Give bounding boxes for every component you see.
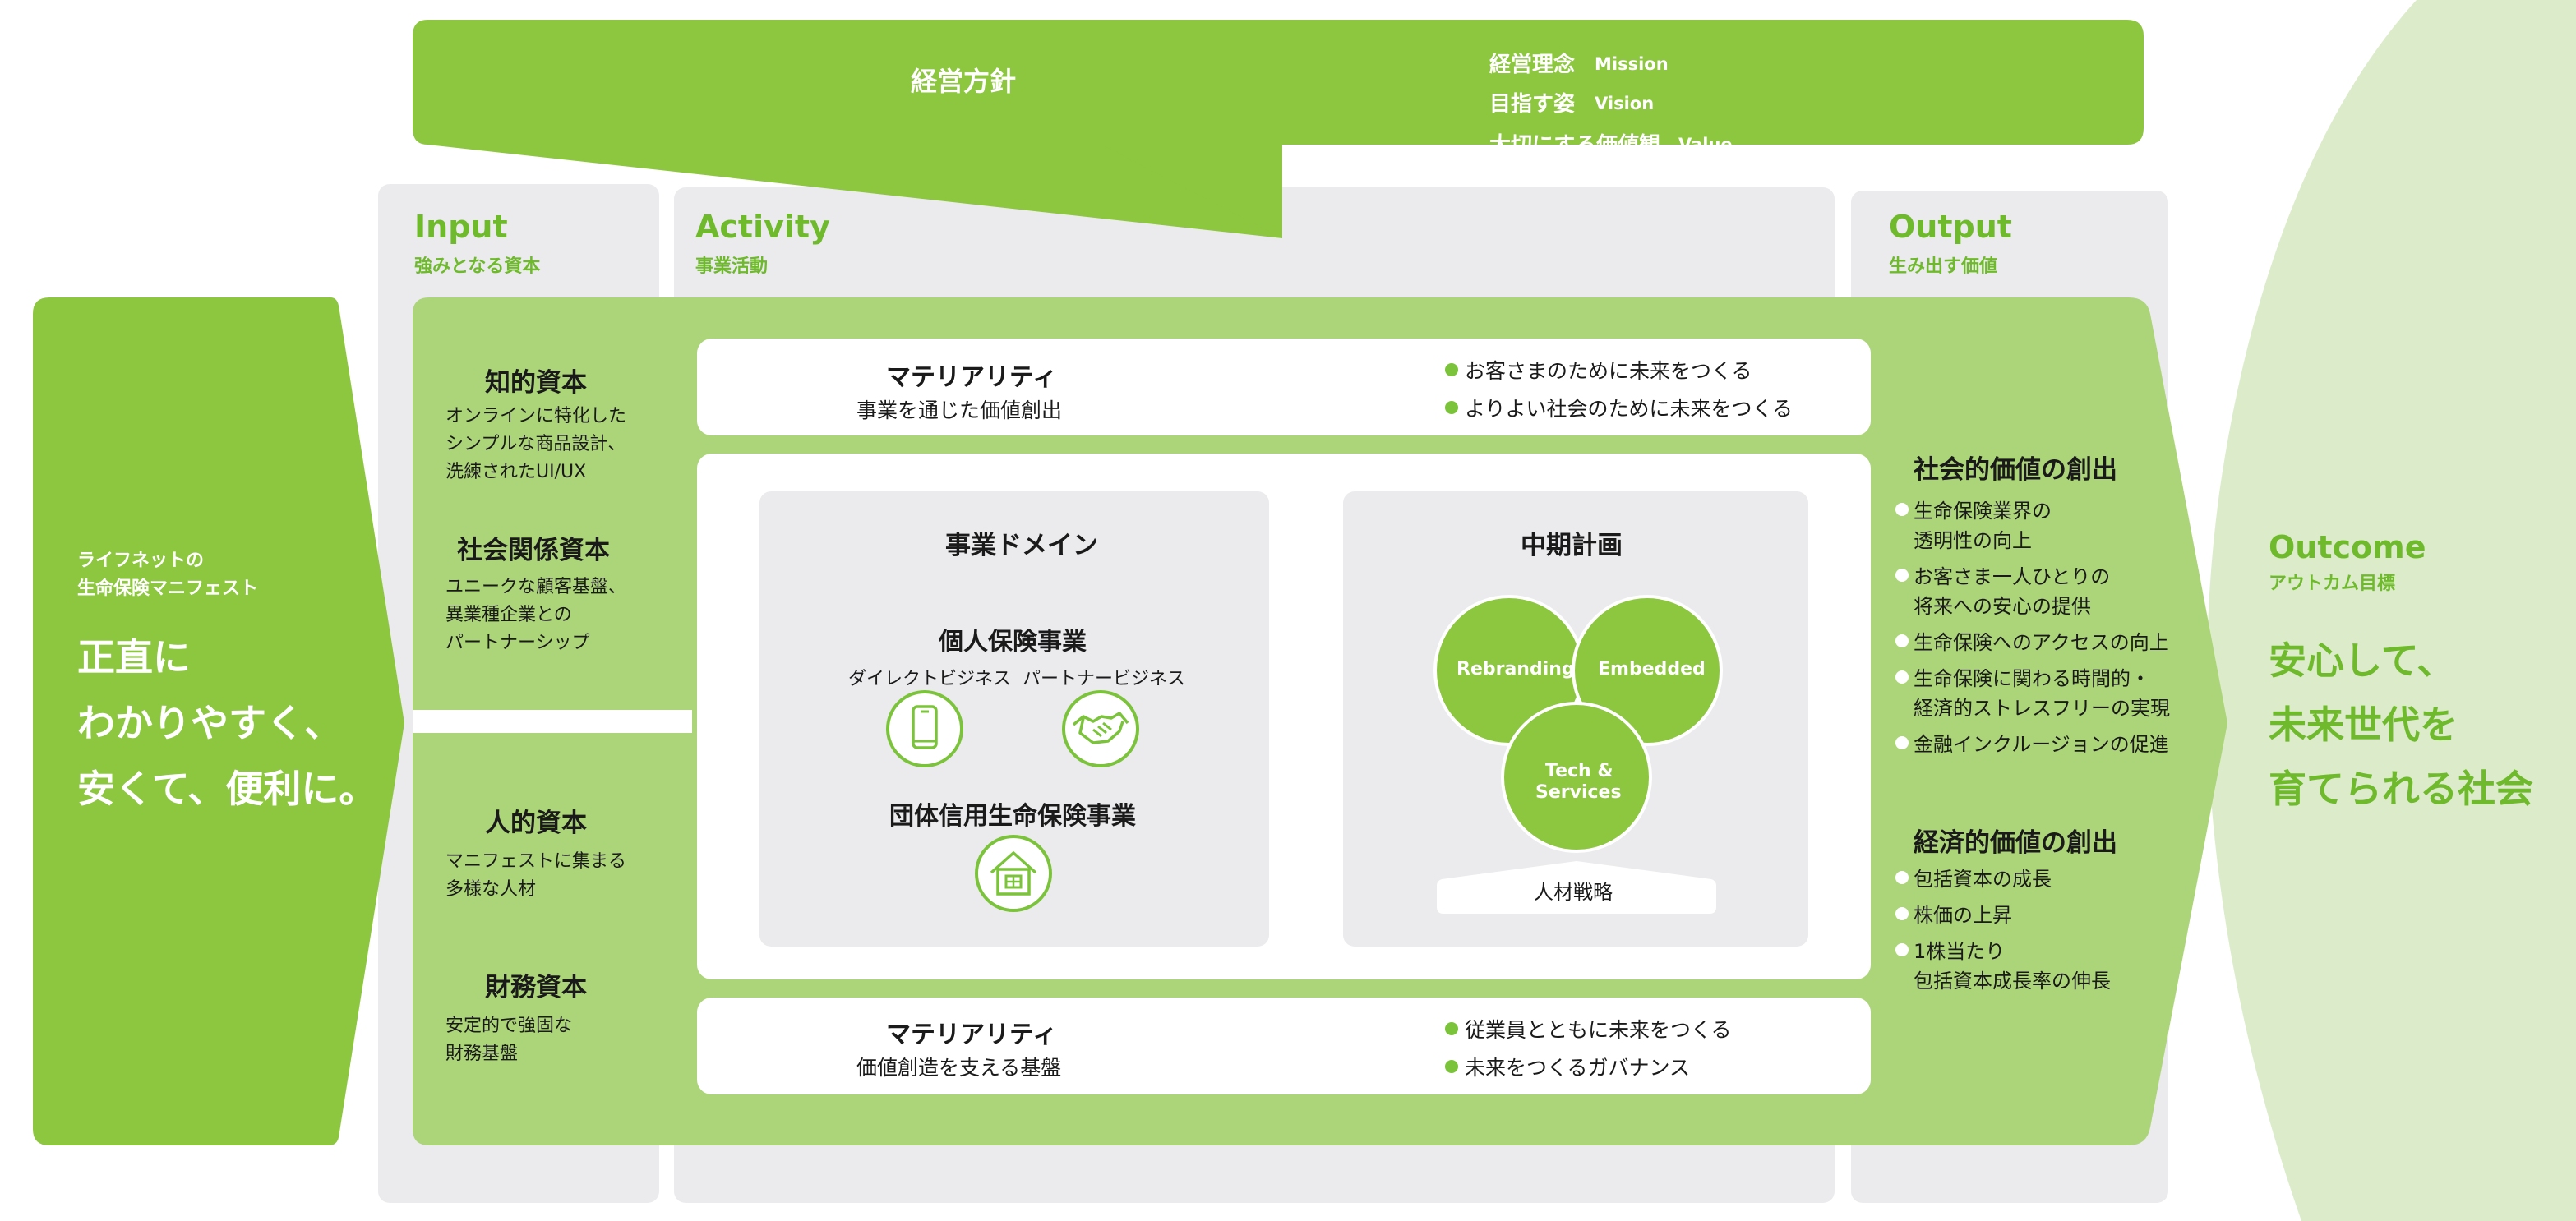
economic-item-line: 1株当たり [1914,940,2006,963]
header-title: 経営方針 [911,66,1017,97]
materiality-bottom-panel [697,998,1871,1094]
bullet-dot [1895,943,1909,956]
hr-strategy-base [1437,861,1716,914]
capital-line: オンラインに特化した [445,406,627,426]
outcome-line2: 未来世代を [2269,703,2458,747]
bullet-dot [1895,634,1909,647]
group-credit-life-title: 団体信用生命保険事業 [889,802,1136,831]
materiality-bottom-bullet: 未来をつくるガバナンス [1465,1056,1691,1080]
direct-business-label: ダイレクトビジネス [848,669,1012,689]
materiality-bottom-title: マテリアリティ [886,1021,1058,1049]
social-item-line: 生命保険へのアクセスの向上 [1914,631,2169,654]
output-title: Output [1889,209,2012,245]
capital-line: 多様な人材 [445,879,537,900]
capital-line: 財務基盤 [445,1044,519,1064]
bullet-dot [1445,1060,1458,1073]
outcome-arc [2206,0,2576,1221]
capital-title: 財務資本 [485,973,587,1002]
manifesto-small-line2: 生命保険マニフェスト [77,578,259,599]
smartphone-icon [886,690,963,767]
materiality-bottom-subtitle: 価値創造を支える基盤 [856,1056,1062,1080]
bullet-dot [1445,363,1458,376]
bullet-dot [1895,503,1909,516]
mission-label: 経営理念 [1489,53,1576,77]
business-domain-title: 事業ドメイン [945,531,1098,560]
manifesto-line2: わかりやすく、 [77,701,342,745]
value-en: Value [1678,135,1733,154]
bullet-dot [1895,736,1909,749]
tech-services-circle [1501,702,1652,853]
materiality-top-bullet: お客さまのために未来をつくる [1465,359,1752,383]
capital-title: 知的資本 [485,368,587,398]
bullet-dot [1445,1022,1458,1035]
capital-line: マニフェストに集まる [445,851,627,872]
manifesto-small-line1: ライフネットの [77,551,205,571]
partner-business-label: パートナービジネス [1023,669,1186,689]
midterm-plan-title: 中期計画 [1521,531,1623,560]
rebranding-label: Rebranding [1457,659,1575,680]
capital-line: 異業種企業との [445,605,572,625]
handshake-icon [1062,690,1139,767]
input-title: Input [414,209,508,245]
materiality-top-panel [697,339,1871,435]
bullet-dot [1895,907,1909,920]
tech-label: Tech & [1545,761,1613,781]
materiality-top-title: マテリアリティ [886,363,1058,392]
manifesto-line1: 正直に [77,635,191,680]
social-item-line: お客さま一人ひとりの [1914,565,2111,588]
economic-value-title: 経済的価値の創出 [1914,828,2117,858]
manifesto-arrow [33,297,404,1145]
capital-line: パートナーシップ [445,633,590,653]
activity-subtitle: 事業活動 [695,256,769,277]
social-item-line: 将来への安心の提供 [1914,595,2091,618]
capital-line: シンプルな商品設計、 [445,434,626,454]
outcome-subtitle: アウトカム目標 [2269,574,2396,594]
economic-item-line: 包括資本成長率の伸長 [1914,970,2111,993]
social-item-line: 透明性の向上 [1914,529,2032,552]
vision-label: 目指す姿 [1489,92,1576,117]
services-label: Services [1535,782,1622,803]
header-banner [413,20,2144,238]
economic-item-line: 包括資本の成長 [1914,868,2052,891]
mission-en: Mission [1595,54,1669,74]
social-item-line: 経済的ストレスフリーの実現 [1914,697,2170,720]
house-icon [975,835,1052,912]
economic-item-line: 株価の上昇 [1914,904,2012,927]
social-item-line: 金融インクルージョンの促進 [1914,733,2169,756]
capital-line: 安定的で強固な [445,1016,573,1036]
outcome-title: Outcome [2269,529,2426,565]
bullet-dot [1895,670,1909,684]
bullet-dot [1895,569,1909,582]
value-label: 大切にする価値観 [1489,133,1661,158]
bullet-dot [1445,401,1458,414]
outcome-line1: 安心して、 [2269,638,2455,683]
materiality-top-bullet: よりよい社会のために未来をつくる [1465,397,1794,421]
bullet-dot [1895,871,1909,884]
materiality-bottom-bullet: 従業員とともに未来をつくる [1465,1018,1732,1042]
input-subtitle: 強みとなる資本 [414,256,541,277]
capital-line: ユニークな顧客基盤、 [445,577,627,597]
midterm-venn [1433,595,1723,853]
social-value-title: 社会的価値の創出 [1914,455,2117,485]
embedded-circle [1572,595,1723,746]
manifesto-line3: 安くて、便利に。 [77,767,377,811]
hr-strategy-label: 人材戦略 [1534,881,1613,904]
social-item-line: 生命保険業界の [1914,500,2052,523]
embedded-label: Embedded [1598,659,1706,680]
materiality-top-subtitle: 事業を通じた価値創出 [856,399,1063,422]
capital-title: 社会関係資本 [457,536,610,565]
social-item-line: 生命保険に関わる時間的・ [1914,667,2150,690]
vision-en: Vision [1595,94,1655,113]
capital-title: 人的資本 [485,809,587,838]
personal-insurance-title: 個人保険事業 [939,628,1087,657]
input-separator [413,710,692,733]
output-subtitle: 生み出す価値 [1889,256,1998,277]
outcome-line3: 育てられる社会 [2269,767,2533,811]
activity-title: Activity [695,209,830,245]
capital-line: 洗練されたUI/UX [445,462,587,482]
